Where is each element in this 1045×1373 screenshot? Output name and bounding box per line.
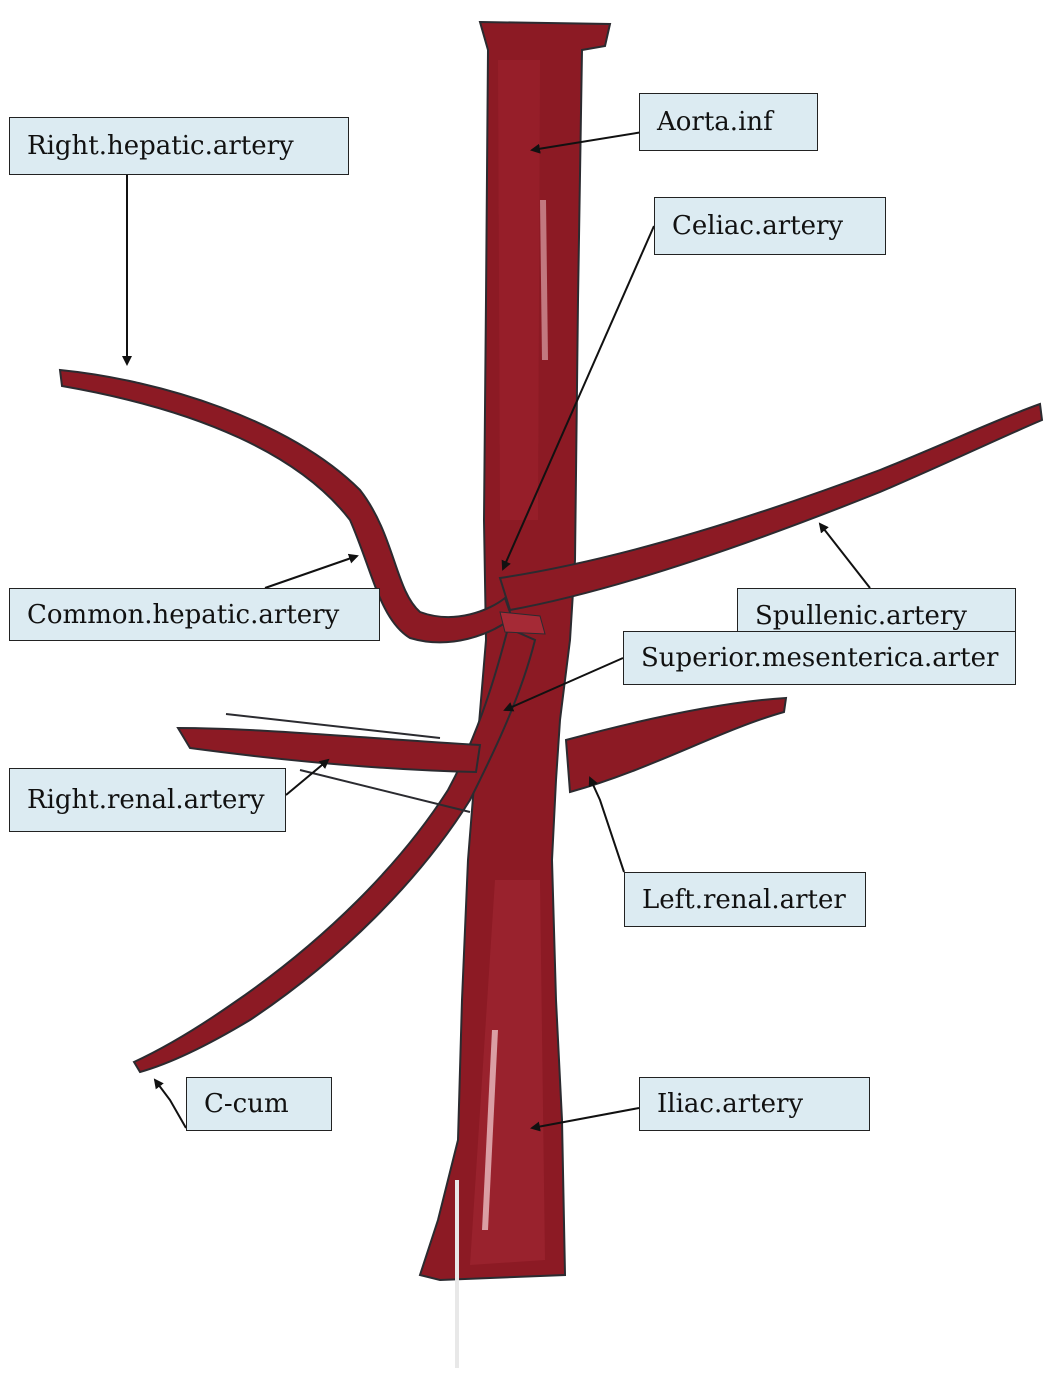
label-common-hepatic-artery: Common.hepatic.artery	[9, 588, 380, 641]
label-right-renal-artery: Right.renal.artery	[9, 768, 286, 832]
arrow-splenic	[820, 524, 870, 588]
label-superior-mesenteric-artery: Superior.mesenterica.arter	[623, 631, 1016, 685]
left-renal-vessel	[566, 698, 786, 792]
arrow-left-renal	[590, 778, 624, 872]
label-aorta: Aorta.inf	[639, 93, 818, 151]
label-splenic-artery: Spullenic.artery	[737, 588, 1016, 632]
arrow-c-cum	[155, 1080, 186, 1128]
label-iliac-artery: Iliac.artery	[639, 1077, 870, 1131]
splenic-vessel	[500, 404, 1042, 610]
label-right-hepatic-artery: Right.hepatic.artery	[9, 117, 349, 175]
label-c-cum: C-cum	[186, 1077, 332, 1131]
arrow-right-renal	[286, 760, 328, 795]
label-celiac-artery: Celiac.artery	[654, 197, 886, 255]
label-left-renal-artery: Left.renal.arter	[624, 872, 866, 927]
arrow-common-hepatic	[265, 556, 357, 588]
